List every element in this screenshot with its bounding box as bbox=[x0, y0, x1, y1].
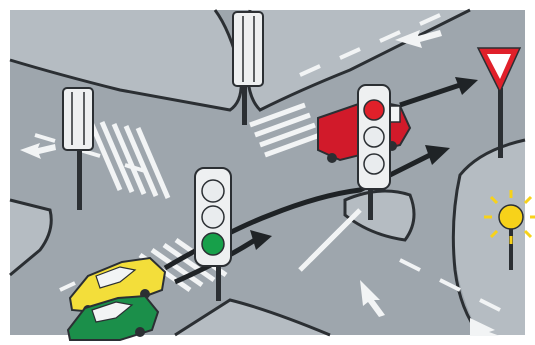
route-arrow-truck-head bbox=[455, 77, 478, 95]
route-arrow-turning-head bbox=[425, 145, 450, 165]
red-lamp-off bbox=[201, 179, 225, 203]
green-car bbox=[66, 294, 160, 341]
sidewalk-right bbox=[454, 140, 525, 335]
crosswalk-right bbox=[298, 208, 362, 272]
yield-sign bbox=[476, 47, 522, 158]
sidewalk-top-left bbox=[10, 10, 242, 110]
left-back-traffic-light bbox=[62, 87, 94, 210]
green-lamp-on bbox=[201, 232, 225, 256]
route-arrow-truck bbox=[399, 82, 461, 108]
front-traffic-light bbox=[194, 167, 232, 301]
sidewalk-left bbox=[10, 200, 52, 275]
crosswalk-top bbox=[249, 102, 321, 158]
yellow-lamp-off bbox=[363, 126, 385, 148]
right-traffic-light bbox=[357, 84, 391, 220]
traffic-island bbox=[345, 191, 414, 240]
crosswalk-left bbox=[87, 119, 171, 199]
back-traffic-light bbox=[232, 11, 264, 125]
green-lamp-off bbox=[363, 153, 385, 175]
red-lamp-on bbox=[363, 99, 385, 121]
sidewalk-bottom bbox=[175, 300, 330, 335]
painted-arrows bbox=[20, 30, 500, 336]
lane-markings bbox=[34, 13, 501, 312]
sun-icon bbox=[484, 190, 535, 270]
yellow-lamp-off bbox=[201, 205, 225, 229]
route-arrow-straight-head bbox=[250, 230, 272, 250]
